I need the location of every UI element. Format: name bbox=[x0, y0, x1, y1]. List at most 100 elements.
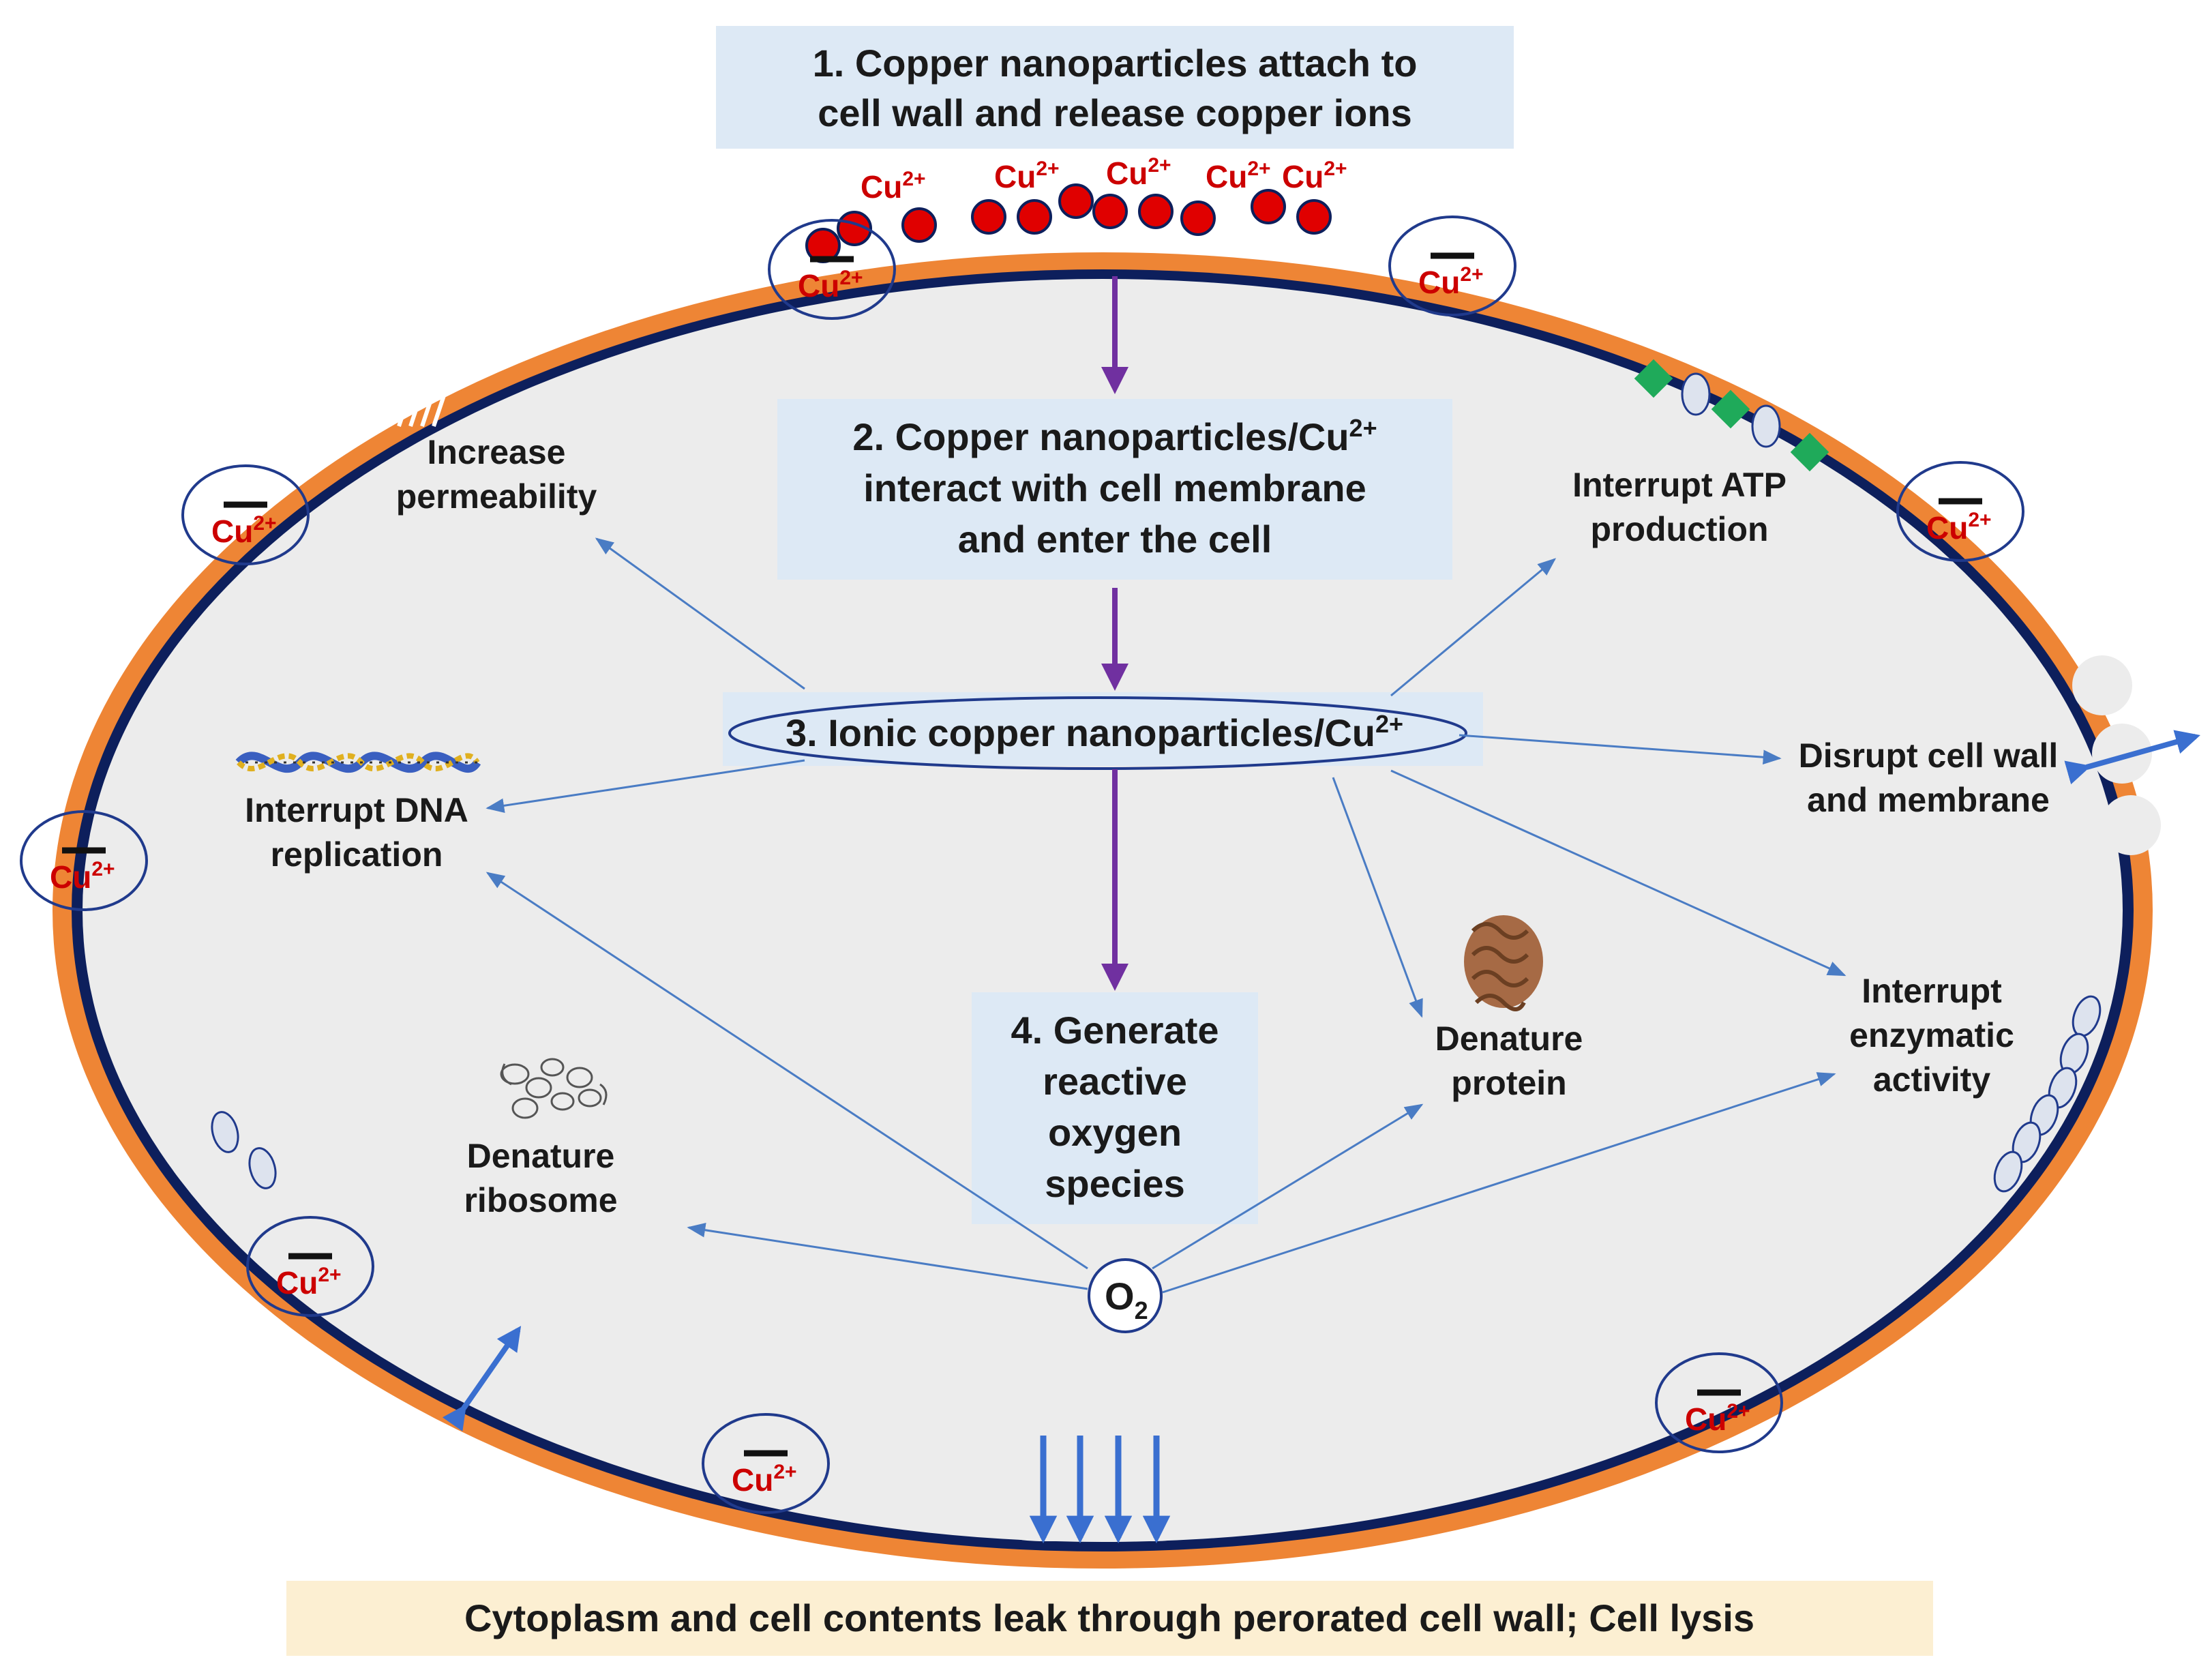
effect-arrows bbox=[485, 537, 1847, 1294]
oxygen-node: O2 bbox=[1088, 1258, 1163, 1333]
nanoparticle bbox=[971, 199, 1006, 235]
step-4-box: 4. Generate reactive oxygen species bbox=[972, 992, 1258, 1224]
cytoplasm bbox=[83, 279, 2123, 1542]
bound-ion-label: Cu2+ bbox=[276, 1264, 342, 1301]
oxygen-symbol: O bbox=[1105, 1275, 1135, 1318]
ion-symbol: Cu bbox=[994, 159, 1036, 194]
permeability-slits bbox=[397, 395, 446, 427]
effect-arrow bbox=[1152, 1103, 1424, 1270]
membrane-bound-ion: Cu2+ bbox=[768, 219, 896, 320]
step-2-box: 2. Copper nanoparticles/Cu2+ interact wi… bbox=[777, 399, 1452, 580]
right-wall-pore bbox=[2072, 655, 2161, 855]
step-4-line-2: reactive bbox=[1043, 1060, 1187, 1103]
label-interrupt-dna-1: Interrupt DNA bbox=[245, 791, 468, 829]
nanoparticle bbox=[1296, 199, 1332, 235]
left-vesicles bbox=[211, 1111, 277, 1189]
ion-symbol: Cu bbox=[1685, 1401, 1727, 1437]
step-1-line-2: cell wall and release copper ions bbox=[818, 91, 1411, 134]
label-denature-ribosome-1: Denature bbox=[467, 1137, 615, 1175]
ion-symbol: Cu bbox=[732, 1462, 773, 1498]
svg-text:O2: O2 bbox=[1105, 1275, 1148, 1324]
nanoparticle bbox=[1017, 199, 1052, 235]
bound-ion-label: Cu2+ bbox=[1418, 263, 1484, 300]
footer-text: Cytoplasm and cell contents leak through… bbox=[464, 1596, 1754, 1639]
effect-arrow bbox=[1390, 769, 1847, 977]
effect-arrow bbox=[1332, 777, 1423, 1018]
bound-ion-label: Cu2+ bbox=[798, 267, 863, 303]
membrane-bound-ion: Cu2+ bbox=[1388, 216, 1516, 316]
label-disrupt-wall-1: Disrupt cell wall bbox=[1799, 737, 2059, 775]
step-4-line-1: 4. Generate bbox=[1011, 1009, 1219, 1052]
effect-arrow bbox=[687, 1223, 1088, 1290]
label-denature-protein-2: protein bbox=[1451, 1064, 1566, 1102]
protein-icon bbox=[1464, 915, 1543, 1011]
effect-arrow bbox=[595, 537, 805, 690]
effect-arrow bbox=[485, 759, 805, 814]
left-pore-double-arrow bbox=[442, 1326, 522, 1431]
ion-charge: 2+ bbox=[91, 858, 115, 880]
ion-symbol: Cu bbox=[1418, 265, 1460, 300]
membrane-bound-ion: Cu2+ bbox=[246, 1216, 374, 1317]
label-denature-ribosome-2: ribosome bbox=[464, 1181, 617, 1219]
atp-diamond bbox=[1711, 389, 1750, 429]
ion-charge: 2+ bbox=[1968, 509, 1991, 531]
nanoparticle bbox=[1251, 189, 1286, 224]
effect-arrow bbox=[1459, 734, 1782, 765]
ion-charge: 2+ bbox=[318, 1264, 341, 1286]
svg-text:Cu2+: Cu2+ bbox=[1106, 154, 1171, 191]
label-interrupt-enzyme-1: Interrupt bbox=[1862, 972, 2002, 1010]
ion-symbol: Cu bbox=[1282, 159, 1324, 194]
svg-text:Cu2+: Cu2+ bbox=[861, 168, 926, 205]
ion-symbol: Cu bbox=[50, 859, 91, 895]
ribosome-icon bbox=[500, 1058, 608, 1119]
right-pore-double-arrow bbox=[2064, 730, 2200, 785]
nanoparticle bbox=[1180, 200, 1216, 236]
step-2-line-2: interact with cell membrane bbox=[863, 466, 1366, 509]
ion-charge: 2+ bbox=[1247, 158, 1270, 180]
step-2-line-3: and enter the cell bbox=[958, 518, 1272, 561]
cell bbox=[53, 252, 2153, 1569]
ion-symbol: Cu bbox=[798, 268, 839, 303]
ion-charge: 2+ bbox=[1148, 154, 1171, 177]
leak-arrows bbox=[1029, 1436, 1171, 1544]
ion-symbol: Cu bbox=[1106, 155, 1148, 191]
membrane-bound-ion: Cu2+ bbox=[20, 810, 148, 911]
membrane-bound-ion: Cu2+ bbox=[1655, 1352, 1783, 1453]
ion-charge: 2+ bbox=[1727, 1400, 1750, 1423]
ion-charge: 2+ bbox=[1460, 263, 1483, 286]
label-disrupt-wall-2: and membrane bbox=[1807, 781, 2050, 819]
ion-charge: 2+ bbox=[902, 168, 925, 190]
membrane-bound-ions: Cu2+Cu2+Cu2+Cu2+Cu2+Cu2+Cu2+Cu2+ bbox=[20, 216, 2024, 1514]
label-interrupt-atp-2: production bbox=[1590, 510, 1768, 548]
step-2-line-1: 2. Copper nanoparticles/Cu2+ bbox=[852, 414, 1377, 458]
step-3-label: 3. Ionic copper nanoparticles/Cu2+ bbox=[786, 710, 1403, 754]
bottom-perforation bbox=[961, 1487, 1227, 1541]
effect-labels: Increase permeability Interrupt ATP prod… bbox=[245, 433, 2058, 1219]
svg-text:Cu2+: Cu2+ bbox=[1282, 158, 1347, 194]
step-3-box: 3. Ionic copper nanoparticles/Cu2+ bbox=[723, 692, 1483, 770]
nanoparticle bbox=[1058, 183, 1094, 219]
nanoparticle bbox=[901, 207, 937, 243]
ion-charge: 2+ bbox=[1036, 158, 1059, 180]
step-1-box: 1. Copper nanoparticles attach to cell w… bbox=[716, 26, 1514, 149]
step-2-superscript: 2+ bbox=[1349, 414, 1377, 442]
ion-symbol: Cu bbox=[276, 1265, 318, 1301]
label-increase-permeability-1: Increase bbox=[428, 433, 566, 471]
oxygen-subscript: 2 bbox=[1135, 1296, 1148, 1324]
bound-ion-label: Cu2+ bbox=[732, 1461, 797, 1498]
bound-ion-label: Cu2+ bbox=[1926, 509, 1992, 546]
membrane-bound-ion: Cu2+ bbox=[1896, 461, 2024, 562]
dna-icon bbox=[235, 752, 481, 773]
svg-text:Cu2+: Cu2+ bbox=[994, 158, 1060, 194]
step-4-line-3: oxygen bbox=[1048, 1111, 1182, 1154]
membrane-bound-ion: Cu2+ bbox=[702, 1413, 830, 1514]
membrane-bound-ion: Cu2+ bbox=[181, 464, 310, 565]
free-ion-labels: Cu2+ Cu2+ Cu2+ Cu2+ Cu2+ bbox=[861, 154, 1347, 205]
nanoparticle bbox=[1092, 194, 1128, 229]
label-interrupt-enzyme-3: activity bbox=[1873, 1060, 1991, 1099]
label-interrupt-dna-2: replication bbox=[271, 835, 443, 874]
atp-diamond bbox=[1634, 359, 1673, 398]
copper-nanoparticles bbox=[805, 183, 1332, 263]
